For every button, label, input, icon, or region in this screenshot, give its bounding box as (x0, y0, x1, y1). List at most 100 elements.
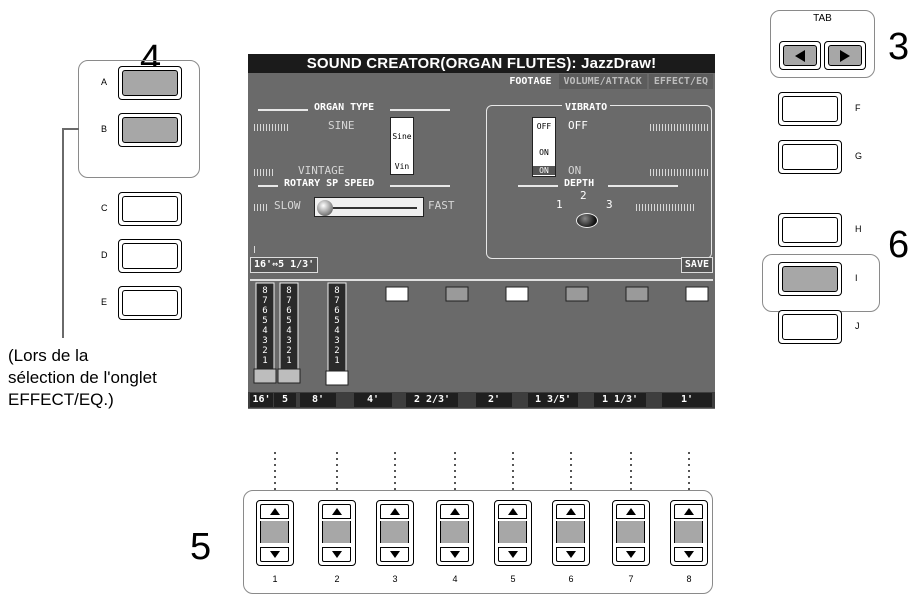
switch-on: ON (539, 148, 549, 157)
down-arrow-icon[interactable] (674, 547, 703, 562)
button-g[interactable] (778, 140, 842, 174)
button-e[interactable] (118, 286, 182, 320)
up-arrow-icon[interactable] (674, 504, 703, 519)
arrow-right-icon (840, 49, 850, 62)
button-face (122, 117, 178, 143)
annotation-line-horizontal (62, 128, 79, 130)
level-indicator (650, 169, 710, 176)
drawbar-digit: 8 (334, 286, 339, 296)
drawbar-knob[interactable] (445, 286, 469, 302)
up-arrow-icon[interactable] (380, 504, 409, 519)
drawbar-digit: 7 (334, 296, 339, 306)
level-indicator (254, 246, 256, 253)
data-dial-button-6[interactable] (552, 500, 590, 566)
button-letter-a: A (101, 77, 108, 87)
tab-footage[interactable]: FOOTAGE (504, 74, 557, 89)
dial-number: 2 (334, 574, 340, 584)
down-arrow-icon[interactable] (616, 547, 645, 562)
button-face (122, 196, 178, 222)
drawbar-knob[interactable] (253, 368, 277, 384)
data-dial-button-8[interactable] (670, 500, 708, 566)
save-button[interactable]: SAVE (680, 257, 713, 273)
up-arrow-icon[interactable] (260, 504, 289, 519)
down-arrow-icon[interactable] (322, 547, 351, 562)
dotted-guide (630, 452, 632, 492)
slider-knob[interactable] (317, 200, 333, 216)
button-b[interactable] (118, 113, 182, 147)
button-f[interactable] (778, 92, 842, 126)
drawbar-knob[interactable] (685, 286, 709, 302)
level-indicator (254, 124, 290, 131)
up-arrow-icon[interactable] (498, 504, 527, 519)
tab-left-button[interactable] (779, 41, 821, 70)
footage-toggle-label[interactable]: 16'⇔5 1/3' (250, 257, 319, 273)
dial-number: 4 (452, 574, 458, 584)
tab-effect-eq[interactable]: EFFECT/EQ (648, 74, 713, 89)
drawbar-knob[interactable] (385, 286, 409, 302)
drawbar-digit: 1 (286, 356, 291, 366)
data-dial-button-1[interactable] (256, 500, 294, 566)
drawbar-knob[interactable] (277, 368, 301, 384)
button-letter-d: D (101, 250, 108, 260)
down-arrow-icon[interactable] (556, 547, 585, 562)
drawbar-digit: 7 (286, 296, 291, 306)
up-arrow-icon[interactable] (440, 504, 469, 519)
button-face (122, 243, 178, 269)
drawbar-digit: 4 (286, 326, 291, 336)
data-dial-button-2[interactable] (318, 500, 356, 566)
dial-number: 1 (272, 574, 278, 584)
depth-knob-icon[interactable] (576, 213, 598, 228)
divider (390, 185, 450, 187)
organ-type-switch[interactable]: Sine Vin (390, 117, 414, 175)
drawbar-digit: 4 (262, 326, 267, 336)
down-arrow-icon[interactable] (498, 547, 527, 562)
down-arrow-icon[interactable] (380, 547, 409, 562)
organ-type-sine-label: SINE (328, 119, 355, 132)
button-j[interactable] (778, 310, 842, 344)
lcd-main-panel: ORGAN TYPE SINE VINTAGE Sine Vin ROTARY … (250, 91, 713, 259)
button-face (122, 290, 178, 316)
drawbar-knob[interactable] (625, 286, 649, 302)
up-arrow-icon[interactable] (616, 504, 645, 519)
footage-label: 16' (250, 393, 273, 407)
button-i[interactable] (778, 262, 842, 296)
drawbar-knob[interactable] (565, 286, 589, 302)
button-face (782, 144, 838, 170)
level-indicator (254, 169, 274, 176)
up-arrow-icon[interactable] (556, 504, 585, 519)
switch-off: OFF (536, 122, 552, 131)
footage-labels: 16'5 1/3'8'4'2 2/3'2'1 3/5'1 1/3'1' (248, 392, 715, 409)
footage-label: 2' (476, 393, 512, 407)
vibrato-switch[interactable]: OFF ON ON (532, 117, 556, 177)
drawbar-digit: 2 (334, 346, 339, 356)
drawbar-knob[interactable] (505, 286, 529, 302)
rotary-slow-label: SLOW (274, 199, 301, 212)
rotary-fast-label: FAST (428, 199, 455, 212)
button-face (782, 314, 838, 340)
tab-volume-attack[interactable]: VOLUME/ATTACK (558, 74, 647, 89)
button-group-a-b (78, 60, 200, 178)
button-a[interactable] (118, 66, 182, 100)
data-dial-button-7[interactable] (612, 500, 650, 566)
drawbar-digit: 7 (262, 296, 267, 306)
down-arrow-icon[interactable] (440, 547, 469, 562)
up-arrow-icon[interactable] (322, 504, 351, 519)
data-dial-button-5[interactable] (494, 500, 532, 566)
button-letter-e: E (101, 297, 108, 307)
rotary-speed-slider[interactable] (314, 197, 424, 217)
tab-right-button[interactable] (824, 41, 866, 70)
arrow-left-icon (795, 49, 805, 62)
divider (258, 185, 278, 187)
drawbar-knob[interactable] (325, 370, 349, 386)
vibrato-heading: VIBRATO (562, 102, 611, 113)
button-face (782, 96, 838, 122)
lcd-screen: SOUND CREATOR(ORGAN FLUTES): JazzDraw! F… (248, 54, 715, 409)
button-c[interactable] (118, 192, 182, 226)
button-d[interactable] (118, 239, 182, 273)
data-dial-button-4[interactable] (436, 500, 474, 566)
button-h[interactable] (778, 213, 842, 247)
organ-type-heading: ORGAN TYPE (314, 102, 375, 113)
data-dial-button-3[interactable] (376, 500, 414, 566)
down-arrow-icon[interactable] (260, 547, 289, 562)
